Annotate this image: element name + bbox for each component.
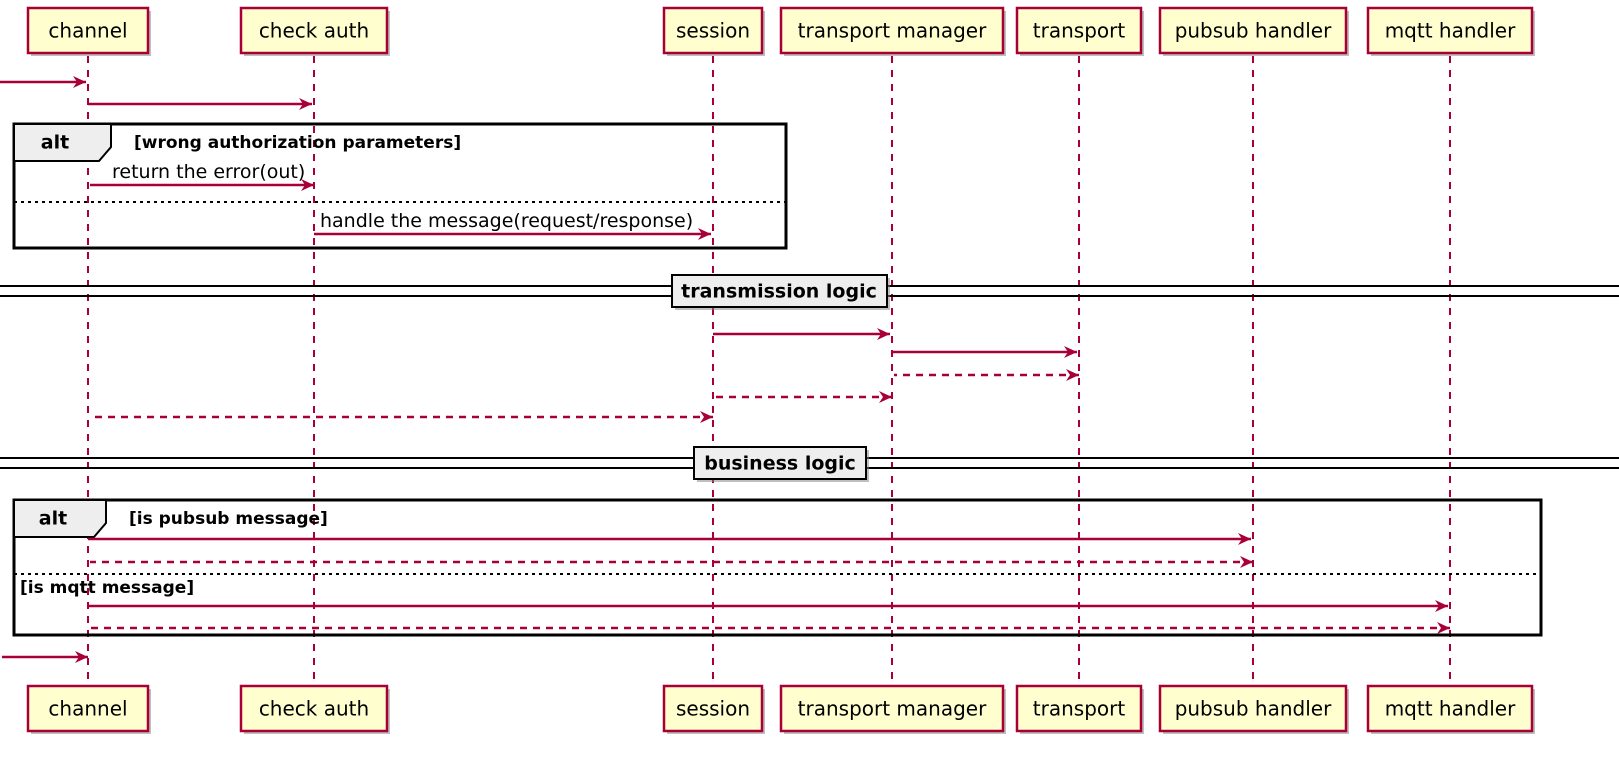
participant-channel-bottom[interactable]: channel (26, 684, 151, 734)
participant-label: session (676, 19, 750, 43)
participant-box (662, 6, 764, 55)
divider-box (671, 274, 888, 308)
participant-label: channel (48, 19, 127, 43)
participant-label: mqtt handler (1385, 19, 1516, 43)
participant-label: pubsub handler (1175, 697, 1332, 721)
participant-transport-manager-top[interactable]: transport manager (779, 6, 1006, 56)
participant-channel-top[interactable]: channel (26, 6, 151, 56)
participants-top: channel check auth session transport man… (26, 6, 1535, 56)
frame-header-tab (13, 123, 112, 162)
participant-label: pubsub handler (1175, 19, 1332, 43)
participant-label: transport manager (798, 19, 987, 43)
participant-label: check auth (259, 19, 369, 43)
participant-transport-manager-bottom[interactable]: transport manager (779, 684, 1006, 734)
participant-session-top[interactable]: session (662, 6, 765, 56)
participant-transport-bottom[interactable]: transport (1015, 684, 1144, 734)
frame-keyword-alt: alt (39, 508, 67, 530)
participant-box (1158, 6, 1348, 55)
participant-box (26, 6, 150, 55)
participant-mqtt-handler-top[interactable]: mqtt handler (1366, 6, 1535, 56)
participant-box (1015, 684, 1143, 733)
participant-pubsub-handler-bottom[interactable]: pubsub handler (1158, 684, 1349, 734)
participant-box (779, 6, 1005, 55)
participant-box (662, 684, 764, 733)
message-label-handle-the-message: handle the message(request/response) (320, 210, 693, 232)
frame-border (12, 498, 1543, 637)
participant-check-auth-top[interactable]: check auth (239, 6, 390, 56)
participant-label: transport manager (798, 697, 987, 721)
participant-box (1015, 6, 1143, 55)
participant-label: session (676, 697, 750, 721)
lifelines-group (87, 56, 1451, 686)
participant-transport-top[interactable]: transport (1015, 6, 1144, 56)
frame-guard-is-mqtt-message: [is mqtt message] (20, 578, 194, 598)
frame-guard-is-pubsub-message: [is pubsub message] (129, 509, 328, 529)
messages-group: return the error(out) handle the message… (0, 76, 1450, 663)
participant-box (239, 6, 389, 55)
message-label-return-the-error: return the error(out) (112, 161, 305, 183)
participant-box (239, 684, 389, 733)
participant-box (779, 684, 1005, 733)
frame-keyword-alt: alt (41, 132, 69, 154)
participant-pubsub-handler-top[interactable]: pubsub handler (1158, 6, 1349, 56)
divider-transmission-logic: transmission logic (0, 274, 1619, 310)
participant-box (1366, 684, 1534, 733)
frame-header-tab (13, 499, 107, 538)
frame-guard-wrong-authorization: [wrong authorization parameters] (134, 133, 461, 153)
participant-label: channel (48, 697, 127, 721)
divider-label: business logic (704, 453, 856, 475)
divider-business-logic: business logic (0, 446, 1619, 482)
frame-alt-message-type: alt [is pubsub message] [is mqtt message… (12, 498, 1543, 637)
participant-box (26, 684, 150, 733)
participants-bottom: channel check auth session transport man… (26, 684, 1535, 734)
divider-label: transmission logic (681, 281, 877, 303)
participant-mqtt-handler-bottom[interactable]: mqtt handler (1366, 684, 1535, 734)
participant-box (1366, 6, 1534, 55)
participant-label: transport (1033, 697, 1126, 721)
participant-label: check auth (259, 697, 369, 721)
participant-session-bottom[interactable]: session (662, 684, 765, 734)
participant-box (1158, 684, 1348, 733)
frame-border (12, 122, 788, 250)
participant-check-auth-bottom[interactable]: check auth (239, 684, 390, 734)
participant-label: mqtt handler (1385, 697, 1516, 721)
divider-box (693, 446, 867, 480)
frame-alt-authorization: alt [wrong authorization parameters] (12, 122, 788, 250)
participant-label: transport (1033, 19, 1126, 43)
